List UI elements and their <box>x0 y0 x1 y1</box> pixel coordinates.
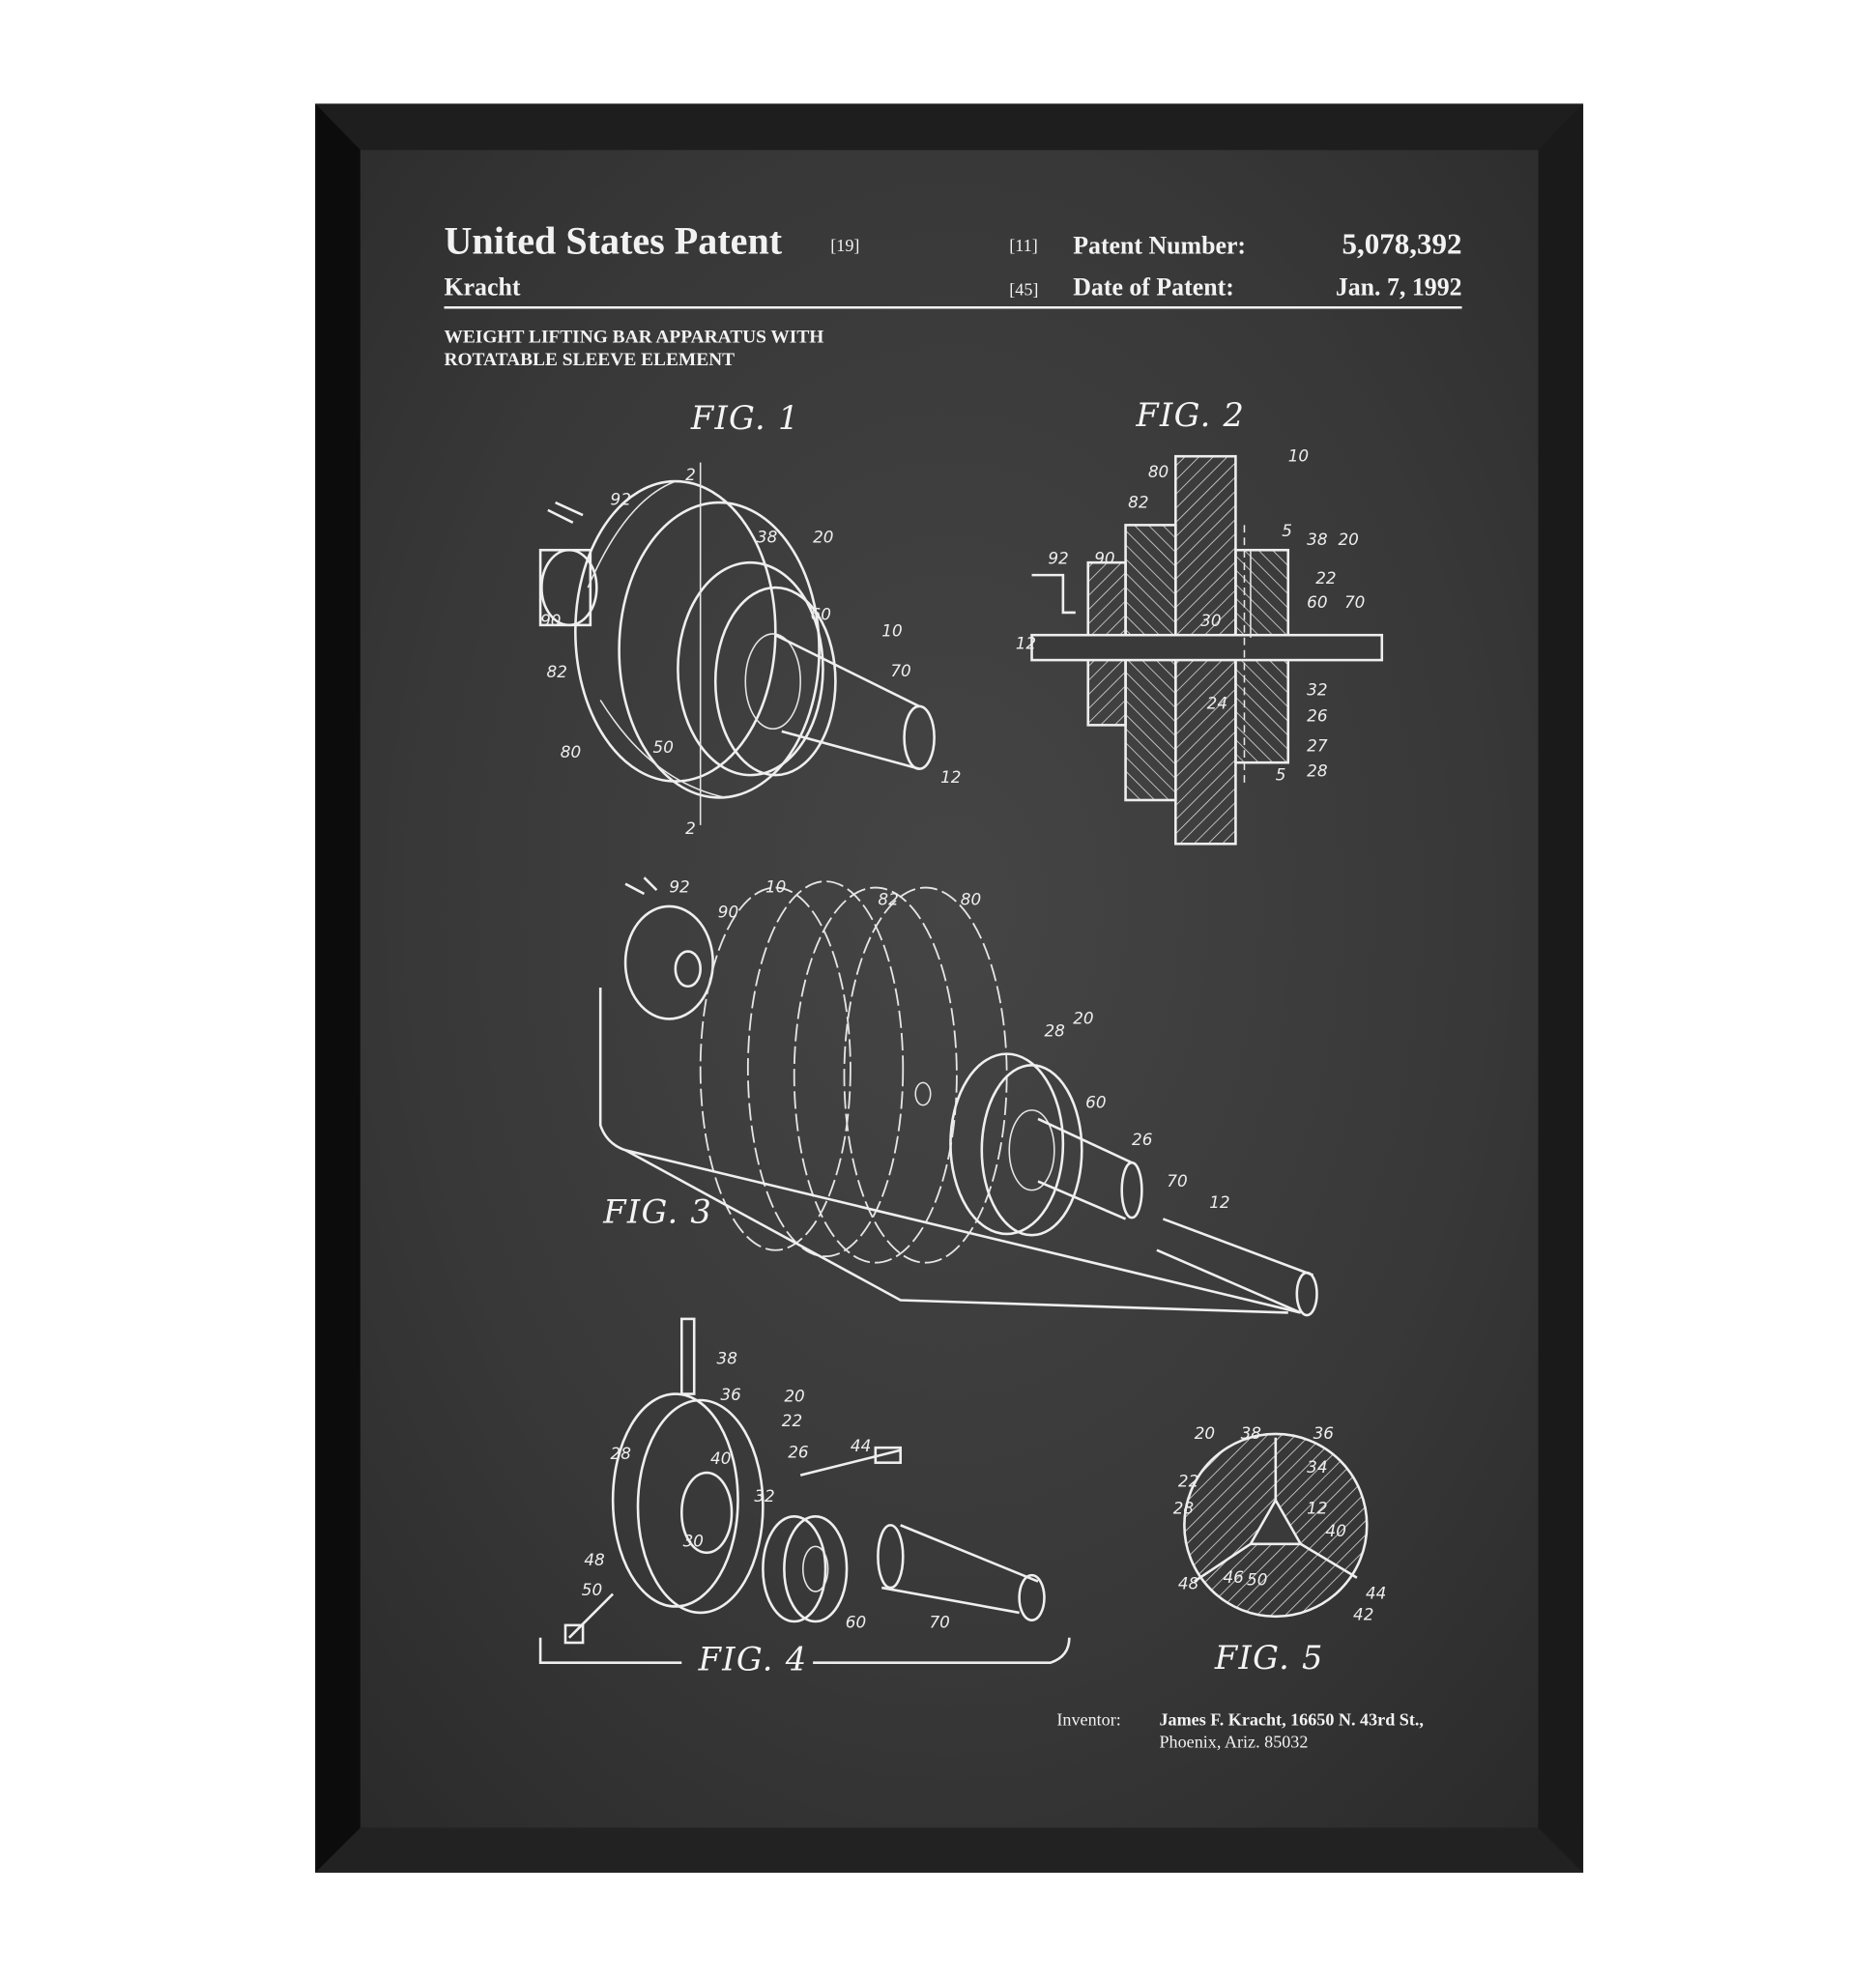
fig4-reference-numeral: 22 <box>782 1411 802 1430</box>
fig5-reference-numeral: 22 <box>1178 1471 1198 1490</box>
inventor-line1: James F. Kracht, 16650 N. 43rd St., <box>1159 1709 1423 1729</box>
fig3-reference-numeral: 82 <box>878 890 898 909</box>
fig1-reference-numeral: 38 <box>757 527 777 546</box>
fig2-reference-numeral: 28 <box>1307 760 1327 780</box>
patent-header: United States Patent [19] Kracht [11] Pa… <box>444 219 1461 370</box>
fig2-reference-numeral: 92 <box>1048 548 1068 567</box>
fig2-reference-numeral: 90 <box>1094 548 1114 567</box>
fig3-reference-numeral: 12 <box>1209 1192 1229 1212</box>
fig3-reference-numeral: 70 <box>1167 1171 1187 1190</box>
fig4-reference-numeral: 48 <box>584 1550 604 1569</box>
fig1-reference-numeral: 80 <box>561 742 581 761</box>
fig5-reference-numeral: 42 <box>1353 1605 1373 1624</box>
fig5-reference-numeral: 48 <box>1178 1573 1198 1592</box>
fig1-reference-numeral: 82 <box>547 662 567 681</box>
subtitle-line1: WEIGHT LIFTING BAR APPARATUS WITH <box>444 327 823 347</box>
fig1-reference-numeral: 92 <box>611 490 631 509</box>
fig2-reference-numeral: 27 <box>1307 736 1328 756</box>
patent-number: 5,078,392 <box>1342 227 1461 261</box>
fig3-reference-numeral: 80 <box>961 890 981 909</box>
fig4-reference-numeral: 38 <box>717 1348 737 1367</box>
figure-1-label: FIG. 1 <box>690 399 800 437</box>
fig4-reference-numeral: 70 <box>929 1612 949 1631</box>
fig2-reference-numeral: 60 <box>1307 592 1327 612</box>
figure-5-label: FIG. 5 <box>1214 1639 1324 1677</box>
figure-4-label: FIG. 4 <box>698 1640 808 1678</box>
fig1-reference-numeral: 2 <box>685 818 696 838</box>
fig5-reference-numeral: 46 <box>1223 1567 1243 1587</box>
fig2-reference-numeral: 70 <box>1344 592 1365 612</box>
fig4-reference-numeral: 26 <box>788 1443 808 1462</box>
fig2-reference-numeral: 5 <box>1282 521 1292 540</box>
patent-number-label: Patent Number: <box>1073 232 1246 260</box>
fig1-reference-numeral: 90 <box>540 611 561 630</box>
fig4-reference-numeral: 20 <box>784 1386 804 1405</box>
fig4-reference-numeral: 60 <box>846 1612 866 1631</box>
figure-1-drawing <box>538 462 936 825</box>
fig2-reference-numeral: 22 <box>1315 568 1336 588</box>
fig5-reference-numeral: 28 <box>1173 1499 1194 1518</box>
fig3-reference-numeral: 92 <box>669 877 689 897</box>
title-code: [19] <box>830 236 859 255</box>
fig2-reference-numeral: 30 <box>1200 611 1221 630</box>
date-label: Date of Patent: <box>1073 272 1234 301</box>
figure-4-drawing <box>538 1317 1071 1664</box>
fig2-reference-numeral: 24 <box>1207 694 1227 713</box>
chalkboard <box>360 150 1539 1828</box>
date-code: [45] <box>1009 279 1038 299</box>
figure-2-label: FIG. 2 <box>1135 396 1245 434</box>
fig2-reference-numeral: 26 <box>1307 705 1327 725</box>
fig1-reference-numeral: 20 <box>813 527 833 546</box>
fig4-reference-numeral: 44 <box>851 1436 871 1455</box>
fig2-reference-numeral: 38 <box>1307 530 1327 549</box>
fig5-reference-numeral: 50 <box>1247 1569 1267 1589</box>
fig1-reference-numeral: 70 <box>890 661 910 680</box>
fig3-reference-numeral: 90 <box>718 903 738 922</box>
fig2-reference-numeral: 20 <box>1338 530 1358 549</box>
fig2-reference-numeral: 82 <box>1128 492 1148 511</box>
inventor-label: Inventor: <box>1056 1709 1120 1729</box>
fig5-reference-numeral: 44 <box>1366 1584 1386 1603</box>
fig2-reference-numeral: 10 <box>1288 445 1309 465</box>
fig4-reference-numeral: 50 <box>582 1580 602 1599</box>
fig5-reference-numeral: 36 <box>1313 1423 1334 1443</box>
fig2-reference-numeral: 80 <box>1148 462 1169 481</box>
fig2-reference-numeral: 5 <box>1276 764 1286 784</box>
fig2-reference-numeral: 32 <box>1307 679 1327 699</box>
inventor-block: Inventor: James F. Kracht, 16650 N. 43rd… <box>1056 1709 1424 1751</box>
fig1-reference-numeral: 50 <box>653 737 674 757</box>
fig3-reference-numeral: 28 <box>1044 1021 1064 1041</box>
fig2-reference-numeral: 12 <box>1016 633 1036 652</box>
patent-number-code: [11] <box>1009 236 1038 255</box>
subtitle-line2: ROTATABLE SLEEVE ELEMENT <box>444 350 735 370</box>
inventor-line2: Phoenix, Ariz. 85032 <box>1159 1733 1308 1752</box>
fig1-reference-numeral: 2 <box>685 465 696 484</box>
fig4-reference-numeral: 40 <box>710 1448 731 1468</box>
figure-3-label: FIG. 3 <box>602 1192 712 1230</box>
fig5-reference-numeral: 12 <box>1307 1499 1327 1518</box>
fig1-reference-numeral: 12 <box>940 767 961 787</box>
figure-3-drawing <box>598 876 1318 1317</box>
fig5-reference-numeral: 20 <box>1195 1423 1215 1443</box>
fig1-reference-numeral: 10 <box>881 621 902 641</box>
fig3-reference-numeral: 26 <box>1132 1130 1152 1149</box>
fig4-reference-numeral: 32 <box>754 1486 774 1506</box>
fig5-reference-numeral: 40 <box>1326 1521 1346 1540</box>
fig4-reference-numeral: 28 <box>611 1444 631 1463</box>
fig3-reference-numeral: 20 <box>1073 1009 1093 1028</box>
fig3-reference-numeral: 60 <box>1085 1092 1106 1111</box>
fig4-reference-numeral: 36 <box>720 1385 740 1404</box>
patent-title: United States Patent <box>444 219 782 263</box>
figure-2-drawing <box>1030 454 1384 846</box>
patent-date: Jan. 7, 1992 <box>1336 272 1462 301</box>
fig4-reference-numeral: 30 <box>683 1531 704 1550</box>
fig5-reference-numeral: 34 <box>1307 1457 1327 1477</box>
fig5-reference-numeral: 38 <box>1241 1423 1261 1443</box>
fig3-reference-numeral: 10 <box>765 877 786 897</box>
figure-5-drawing <box>1183 1432 1369 1619</box>
inventor-surname: Kracht <box>444 272 520 301</box>
fig1-reference-numeral: 60 <box>811 605 831 624</box>
